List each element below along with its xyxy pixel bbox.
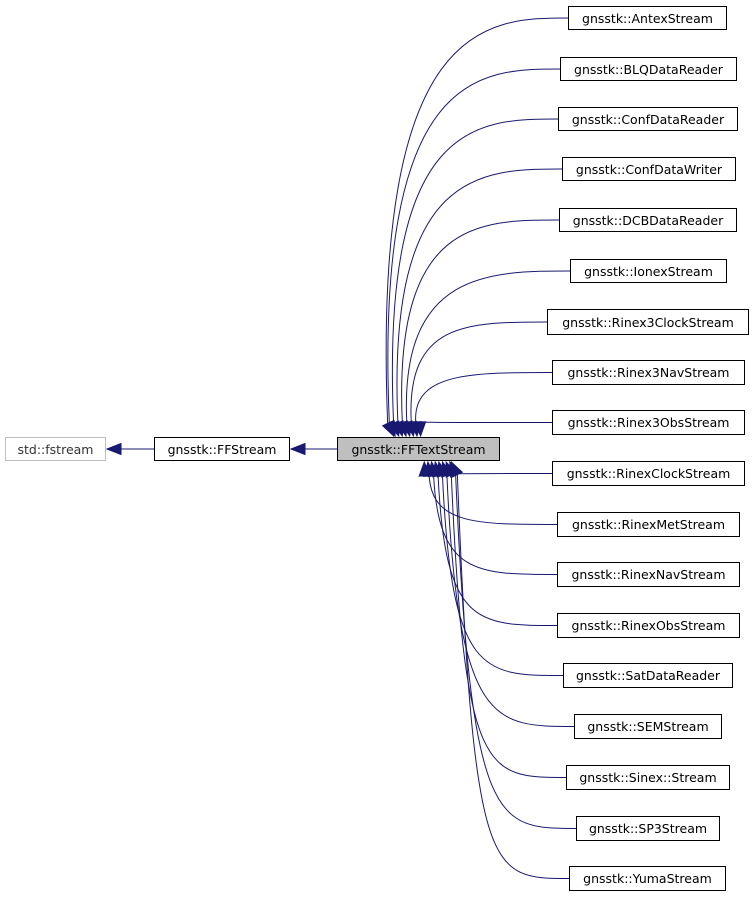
node-ffstream[interactable]: gnsstk::FFStream <box>154 437 290 461</box>
edge-child-12 <box>437 475 558 626</box>
edge-child-14 <box>446 475 575 727</box>
node-rinex3clockstream[interactable]: gnsstk::Rinex3ClockStream <box>547 309 749 335</box>
node-rinexmetstream[interactable]: gnsstk::RinexMetStream <box>557 512 740 537</box>
node-std-fstream: std::fstream <box>5 437 106 461</box>
edge-child-3 <box>396 168 563 423</box>
node-blqdatareader[interactable]: gnsstk::BLQDataReader <box>560 57 737 81</box>
node-sp3stream[interactable]: gnsstk::SP3Stream <box>576 816 720 841</box>
edge-child-2 <box>391 118 559 424</box>
edge-arrowhead <box>105 442 122 456</box>
edge-child-16 <box>455 474 577 829</box>
node-antexstream[interactable]: gnsstk::AntexStream <box>568 6 727 30</box>
edge-child-0 <box>385 17 569 424</box>
edge-child-6 <box>410 321 548 423</box>
edge-child-11 <box>433 475 558 575</box>
node-rinexclockstream[interactable]: gnsstk::RinexClockStream <box>552 461 745 486</box>
node-fftextstream: gnsstk::FFTextStream <box>337 437 500 461</box>
edge-child-13 <box>441 475 564 676</box>
node-yumastream[interactable]: gnsstk::YumaStream <box>569 866 726 891</box>
edge-child-4 <box>401 219 560 423</box>
node-ionexstream[interactable]: gnsstk::IonexStream <box>570 259 727 283</box>
node-rinexnavstream[interactable]: gnsstk::RinexNavStream <box>557 562 740 587</box>
edge-arrowhead <box>450 460 464 478</box>
node-confdatareader[interactable]: gnsstk::ConfDataReader <box>558 107 738 131</box>
edge-child-15 <box>450 475 567 778</box>
node-semstream[interactable]: gnsstk::SEMStream <box>574 714 722 739</box>
node-confdatawriter[interactable]: gnsstk::ConfDataWriter <box>562 157 736 181</box>
node-sinex-stream[interactable]: gnsstk::Sinex::Stream <box>566 765 730 790</box>
edge-arrowhead <box>289 442 306 456</box>
node-rinex3navstream[interactable]: gnsstk::Rinex3NavStream <box>552 360 745 385</box>
edge-child-1 <box>387 68 561 424</box>
edge-child-5 <box>405 270 571 423</box>
edge-child-10 <box>428 475 558 525</box>
node-satdatareader[interactable]: gnsstk::SatDataReader <box>563 663 733 688</box>
node-rinexobsstream[interactable]: gnsstk::RinexObsStream <box>557 613 740 638</box>
node-dcbdatareader[interactable]: gnsstk::DCBDataReader <box>559 208 737 232</box>
node-rinex3obsstream[interactable]: gnsstk::Rinex3ObsStream <box>552 410 745 435</box>
edge-child-17 <box>456 474 570 879</box>
edge-child-7 <box>415 372 553 423</box>
